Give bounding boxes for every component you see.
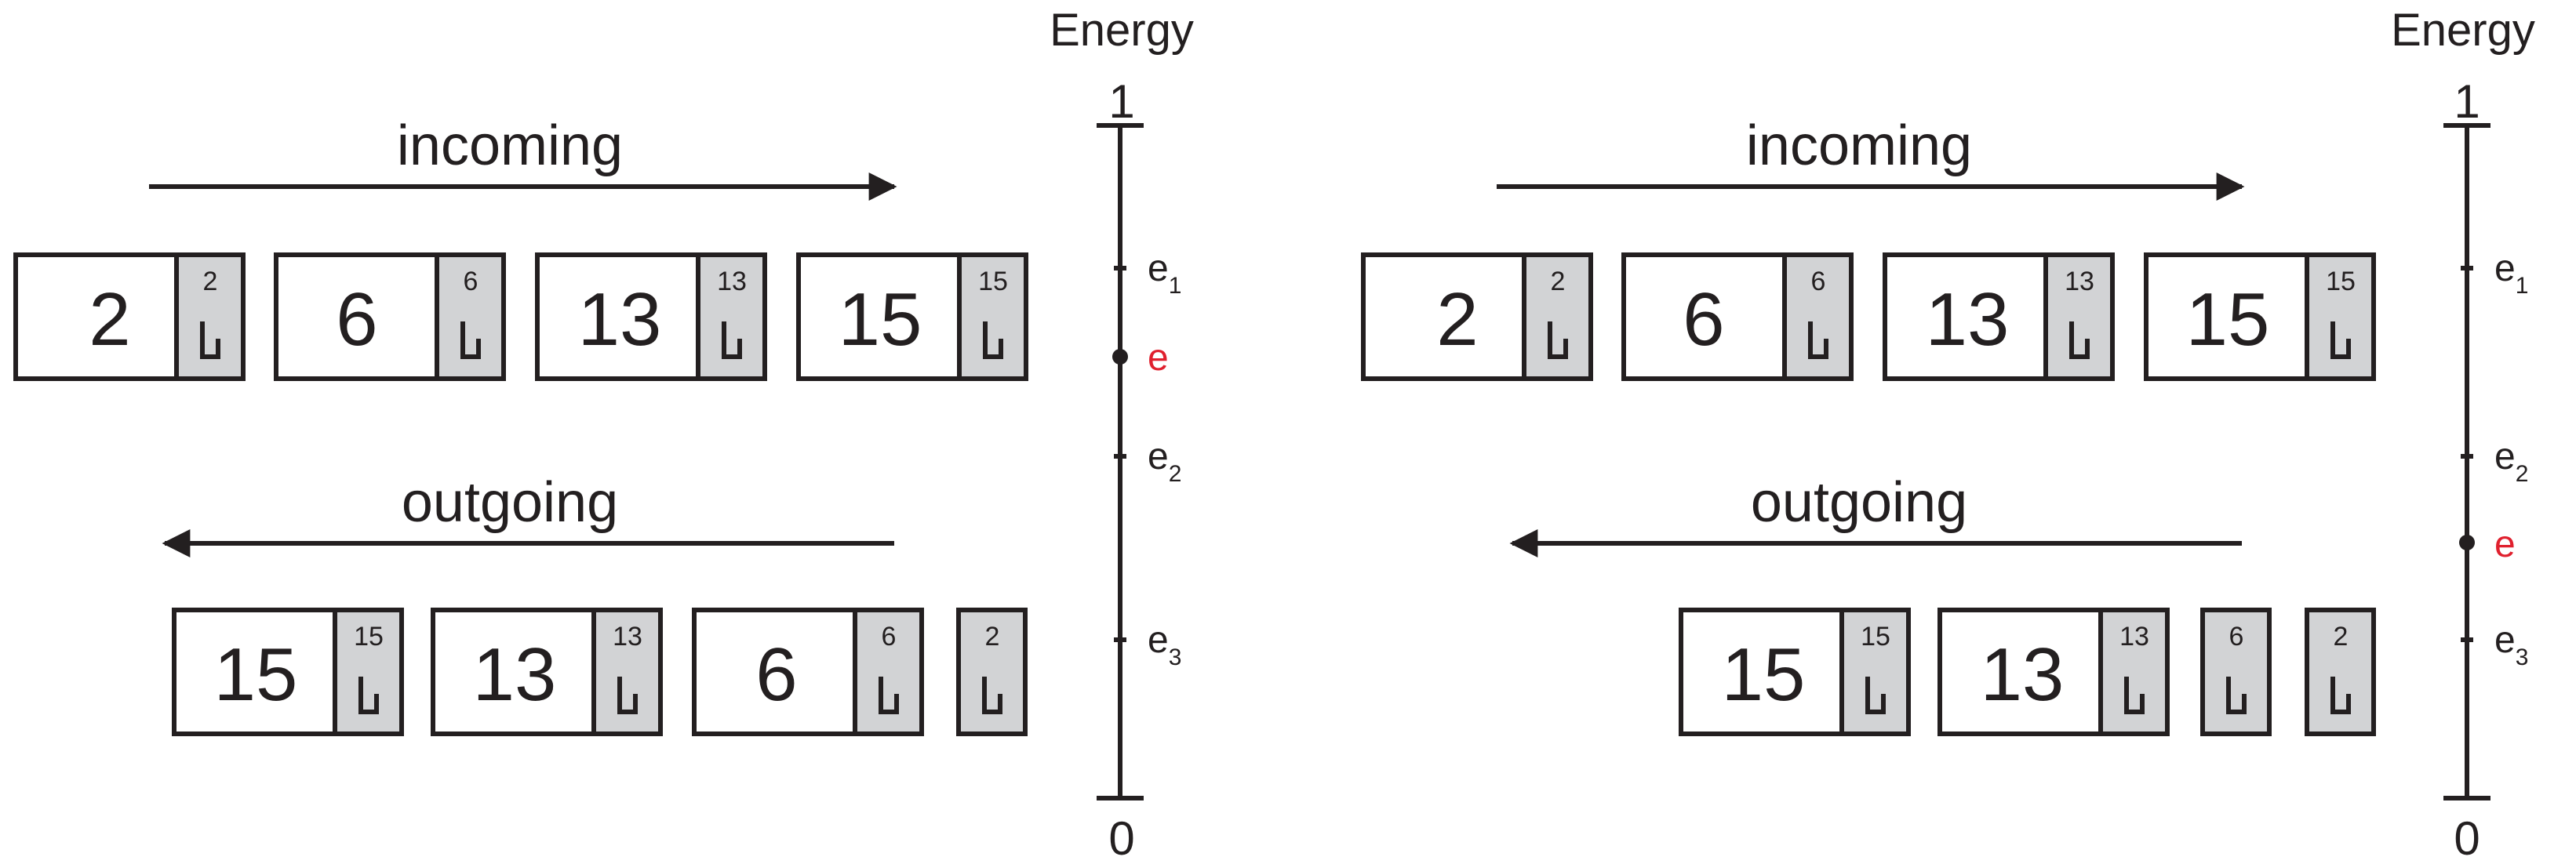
packet-value: 13 [473, 633, 557, 717]
packet-tag: 6 [2229, 622, 2244, 652]
incoming-packet: 13 13 [1883, 252, 2115, 381]
outgoing-packet: 15 15 [1679, 608, 1911, 736]
packet-value: 6 [336, 278, 377, 361]
energy-axis: Energy 1 0 e1 e2 e3 e [2391, 5, 2535, 864]
panel-left: incoming 2 2 6 6 13 13 15 15 [13, 5, 1194, 864]
incoming-packet: 2 2 [1361, 252, 1593, 381]
tick-label: e3 [2494, 619, 2528, 670]
packet-value: 6 [1683, 278, 1724, 361]
energy-tag-icon [2069, 321, 2090, 359]
axis-top-label: 1 [1108, 75, 1134, 128]
packet-tag: 13 [717, 267, 747, 296]
axis-bottom-label: 0 [2454, 812, 2480, 864]
outgoing-label: outgoing [1751, 471, 1967, 534]
packet-tag: 2 [203, 267, 218, 296]
energy-tag-icon [2226, 677, 2247, 714]
packet-tag: 2 [1551, 267, 1566, 296]
outgoing-packet: 13 13 [1937, 608, 2170, 736]
packet-value: 2 [1436, 278, 1478, 361]
packet-tag: 13 [2119, 622, 2149, 652]
energy-tag-icon [200, 321, 220, 359]
outgoing-packet: 15 15 [172, 608, 404, 736]
energy-tag-icon [983, 321, 1003, 359]
packet-tag: 15 [2326, 267, 2356, 296]
packet-value: 15 [2186, 278, 2270, 361]
incoming-label: incoming [397, 114, 623, 177]
energy-tag-icon [879, 677, 899, 714]
packet-tag: 15 [978, 267, 1008, 296]
packet-tag: 6 [464, 267, 478, 296]
incoming-packet: 15 15 [796, 252, 1028, 381]
packet-tag: 13 [2065, 267, 2094, 296]
incoming-label: incoming [1746, 114, 1972, 177]
axis-bottom-label: 0 [1108, 812, 1134, 864]
incoming-packet: 15 15 [2144, 252, 2376, 381]
energy-tag-icon [460, 321, 481, 359]
packet-tag: 2 [2334, 622, 2349, 652]
packet-tag: 15 [354, 622, 384, 652]
energy-tag-icon [1865, 677, 1886, 714]
packet-value: 13 [578, 278, 662, 361]
outgoing-label: outgoing [402, 471, 618, 534]
tick-label: e1 [1148, 248, 1181, 299]
packet-value: 6 [755, 633, 797, 717]
outgoing-packet: 6 6 [692, 608, 924, 736]
panel-right: incoming 2 2 6 6 13 13 15 15 [1361, 5, 2535, 864]
energy-tag-icon [722, 321, 742, 359]
packet-value: 15 [1722, 633, 1806, 717]
axis-top-label: 1 [2454, 75, 2480, 128]
tick-label: e1 [2494, 248, 2528, 299]
energy-tag-icon [358, 677, 379, 714]
energy-tag-icon [1548, 321, 1568, 359]
energy-axis: Energy 1 0 e1 e2 e3 e [1050, 5, 1194, 864]
tick-label: e2 [1148, 436, 1181, 487]
energy-tag-icon [2330, 321, 2351, 359]
packet-tag: 2 [985, 622, 1000, 652]
energy-tag-icon [2124, 677, 2145, 714]
packet-value: 13 [1926, 278, 2010, 361]
outgoing-tag-only: 2 [956, 608, 1028, 736]
axis-title: Energy [1050, 5, 1194, 56]
outgoing-tag-only: 2 [2305, 608, 2376, 736]
energy-tag-icon [982, 677, 1002, 714]
packet-tag: 6 [882, 622, 897, 652]
outgoing-packet: 13 13 [431, 608, 663, 736]
outgoing-tag-only: 6 [2200, 608, 2272, 736]
packet-value: 13 [1981, 633, 2065, 717]
energy-marker-label: e [1148, 337, 1169, 379]
energy-tag-icon [2330, 677, 2351, 714]
tick-label: e2 [2494, 436, 2528, 487]
energy-marker-dot [2459, 535, 2475, 550]
packet-value: 2 [89, 278, 130, 361]
energy-tag-icon [617, 677, 638, 714]
incoming-packet: 13 13 [535, 252, 767, 381]
incoming-packet: 6 6 [1621, 252, 1854, 381]
incoming-packet: 6 6 [274, 252, 506, 381]
energy-marker-label: e [2494, 524, 2516, 565]
energy-marker-dot [1112, 349, 1128, 365]
packet-tag: 15 [1861, 622, 1890, 652]
tick-label: e3 [1148, 619, 1181, 670]
packet-value: 15 [214, 633, 298, 717]
energy-tag-icon [1808, 321, 1828, 359]
packet-tag: 6 [1811, 267, 1826, 296]
incoming-packet: 2 2 [13, 252, 246, 381]
packet-value: 15 [839, 278, 922, 361]
axis-title: Energy [2391, 5, 2535, 56]
packet-tag: 13 [613, 622, 642, 652]
